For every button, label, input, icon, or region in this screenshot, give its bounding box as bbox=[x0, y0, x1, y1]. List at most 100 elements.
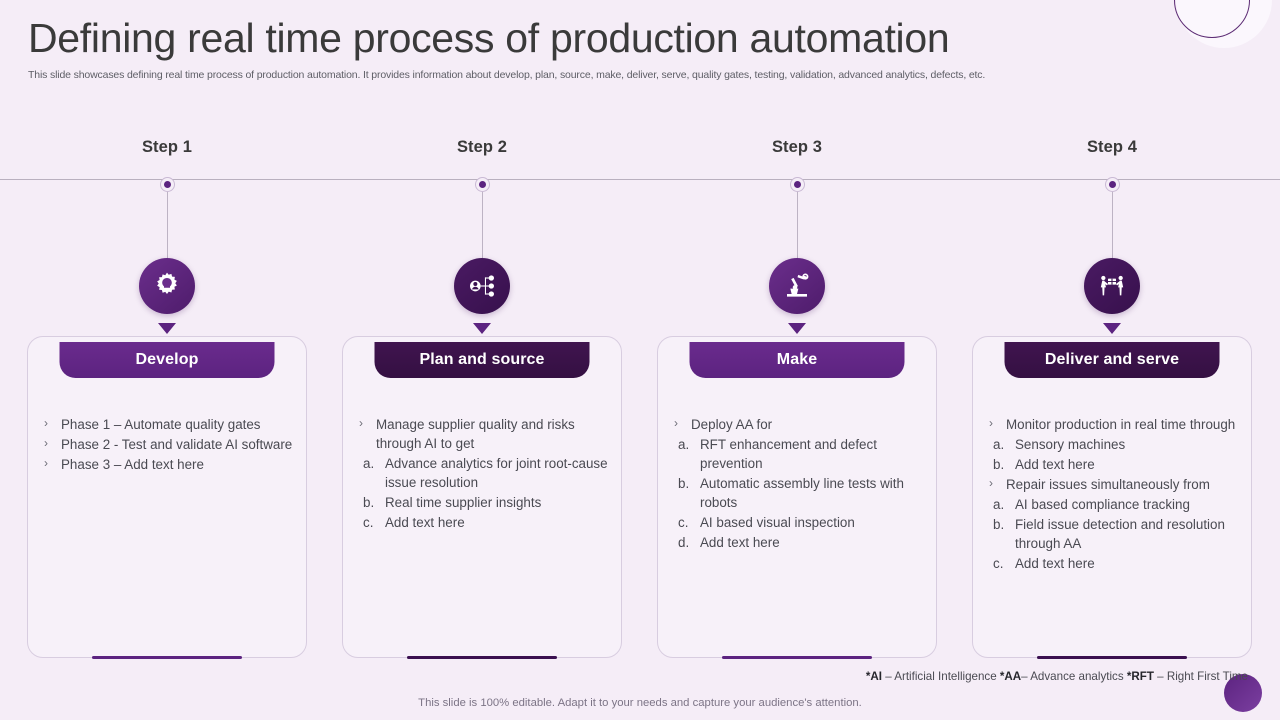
chevron-right-icon: › bbox=[44, 436, 48, 451]
connector-line-2 bbox=[481, 192, 483, 258]
sub-list-marker: c. bbox=[993, 556, 1004, 572]
sub-list-text: Automatic assembly line tests with robot… bbox=[700, 476, 904, 511]
step-label-2: Step 2 bbox=[456, 138, 508, 156]
sub-list-text: AI based compliance tracking bbox=[1015, 497, 1190, 513]
process-card-develop[interactable]: Develop › Phase 1 – Automate quality gate… bbox=[27, 336, 307, 659]
sub-list-marker: a. bbox=[993, 497, 1005, 513]
bullet-list: › Phase 1 – Automate quality gates ›Phase… bbox=[42, 415, 296, 474]
chevron-down-icon-1 bbox=[158, 323, 176, 334]
chevron-right-icon: › bbox=[44, 456, 48, 471]
sub-list-text: Real time supplier insights bbox=[385, 495, 542, 511]
timeline-node-3 bbox=[789, 177, 805, 192]
timeline-rail bbox=[0, 179, 1280, 180]
bullet-list: › Deploy AA for bbox=[672, 415, 926, 434]
sub-list-text: Sensory machines bbox=[1015, 437, 1126, 453]
sub-list: a. Advance analytics for joint root-cause… bbox=[363, 454, 611, 532]
list-item: ›Manage supplier quality and risks throu… bbox=[357, 415, 611, 453]
card-body-deliver-and-serve: ›Monitor production in real time through… bbox=[987, 415, 1241, 574]
list-item: › Phase 1 – Automate quality gates bbox=[42, 415, 296, 434]
sub-list-marker: a. bbox=[363, 456, 375, 472]
sub-list-item: a.RFT enhancement and defect prevention bbox=[678, 435, 926, 473]
sub-list-marker: d. bbox=[678, 535, 690, 551]
card-title-plan-and-source: Plan and source bbox=[374, 342, 590, 378]
sub-list-text: AI based visual inspection bbox=[700, 515, 855, 531]
list-item-text: Deploy AA for bbox=[691, 417, 773, 432]
sub-list-marker: c. bbox=[363, 515, 374, 531]
sub-list-item: a. Advance analytics for joint root-cause… bbox=[363, 454, 611, 492]
sub-list-marker: b. bbox=[678, 476, 690, 492]
process-card-plan-and-source[interactable]: Plan and source ›Manage supplier quality… bbox=[342, 336, 622, 659]
robot-arm-icon bbox=[769, 258, 825, 314]
list-item-text: Repair issues simultaneously from bbox=[1006, 477, 1210, 493]
card-body-make: › Deploy AA for a.RFT enhancement and def… bbox=[672, 415, 926, 553]
footnote-aa-key: *AA bbox=[999, 670, 1022, 683]
list-item: ›Repair issues simultaneously from bbox=[987, 475, 1241, 494]
bullet-list: ›Monitor production in real time through bbox=[987, 415, 1241, 434]
chevron-down-icon-4 bbox=[1103, 323, 1121, 334]
step-column-2: Step 2 bbox=[337, 138, 627, 334]
sub-list-marker: b. bbox=[363, 495, 375, 511]
chevron-down-icon-3 bbox=[788, 323, 806, 334]
card-title-develop: Develop bbox=[59, 342, 275, 378]
sub-list-marker: a. bbox=[678, 437, 690, 453]
connector-line-1 bbox=[166, 192, 168, 258]
card-title-deliver-and-serve: Deliver and serve bbox=[1004, 342, 1220, 378]
sub-list: a. Sensory machines b. Add text here bbox=[993, 435, 1241, 474]
chevron-down-icon-2 bbox=[473, 323, 491, 334]
card-accent-bar bbox=[407, 655, 557, 659]
delivery-handoff-icon bbox=[1084, 258, 1140, 314]
list-item-text: Phase 1 – Automate quality gates bbox=[61, 417, 261, 432]
footnote-ai-val: – Artificial Intelligence bbox=[881, 670, 1000, 683]
footnote-aa-val: – Advance analytics bbox=[1021, 670, 1127, 683]
card-accent-bar bbox=[722, 655, 872, 659]
step-column-4: Step 4 bbox=[967, 138, 1257, 334]
card-title-make: Make bbox=[689, 342, 905, 378]
connector-line-3 bbox=[796, 192, 798, 258]
step-column-3: Step 3 bbox=[652, 138, 942, 334]
card-accent-bar bbox=[92, 655, 242, 659]
page-title: Defining real time process of production… bbox=[28, 15, 950, 61]
chevron-right-icon: › bbox=[989, 416, 993, 430]
chevron-right-icon: › bbox=[44, 416, 48, 430]
list-item: ›Phase 3 – Add text here bbox=[42, 455, 296, 474]
card-body-develop: › Phase 1 – Automate quality gates ›Phase… bbox=[42, 415, 296, 475]
bullet-list: ›Manage supplier quality and risks throu… bbox=[357, 415, 611, 453]
sub-list-item: b. Real time supplier insights bbox=[363, 493, 611, 512]
sub-list-item: c.Add text here bbox=[993, 554, 1241, 573]
chevron-right-icon: › bbox=[674, 416, 678, 430]
step-label-4: Step 4 bbox=[1086, 138, 1138, 156]
sub-list-item: c.AI based visual inspection bbox=[678, 513, 926, 532]
page-subtitle: This slide showcases defining real time … bbox=[28, 69, 986, 82]
list-item: ›Monitor production in real time through bbox=[987, 415, 1241, 434]
step-label-3: Step 3 bbox=[771, 138, 823, 156]
footnote-rft-val: – Right First Time bbox=[1153, 670, 1248, 683]
sub-list-text: Add text here bbox=[1015, 457, 1095, 473]
sub-list-text: Add text here bbox=[700, 535, 780, 551]
timeline-node-1 bbox=[159, 177, 175, 192]
sub-list-item: d. Add text here bbox=[678, 533, 926, 552]
sub-list-marker: a. bbox=[993, 437, 1005, 453]
slide-disclaimer: This slide is 100% editable. Adapt it to… bbox=[418, 697, 862, 709]
process-card-make[interactable]: Make › Deploy AA for a.RFT enhancement an… bbox=[657, 336, 937, 659]
connector-line-4 bbox=[1111, 192, 1113, 258]
process-card-deliver-and-serve[interactable]: Deliver and serve ›Monitor production in… bbox=[972, 336, 1252, 659]
sub-list-item: c. Add text here bbox=[363, 513, 611, 532]
sub-list-marker: b. bbox=[993, 517, 1005, 533]
sub-list-marker: b. bbox=[993, 457, 1005, 473]
slide-header: Defining real time process of production… bbox=[0, 0, 1280, 82]
step-label-1: Step 1 bbox=[141, 138, 193, 156]
chevron-right-icon: › bbox=[359, 416, 363, 430]
corner-dot-decoration bbox=[1224, 674, 1262, 712]
sub-list-item: a. Sensory machines bbox=[993, 435, 1241, 454]
timeline-node-4 bbox=[1104, 177, 1120, 192]
user-network-icon bbox=[454, 258, 510, 314]
footnote-ai-key: *AI bbox=[865, 670, 882, 683]
sub-list: a.RFT enhancement and defect prevention … bbox=[678, 435, 926, 552]
sub-list-text: Advance analytics for joint root-cause i… bbox=[385, 456, 608, 491]
abbreviation-footnote: *AI – Artificial Intelligence *AA– Advan… bbox=[866, 670, 1248, 683]
sub-list-item: b. Add text here bbox=[993, 455, 1241, 474]
sub-list-text: Add text here bbox=[385, 515, 465, 531]
timeline-node-2 bbox=[474, 177, 490, 192]
sub-list-text: Field issue detection and resolution thr… bbox=[1015, 517, 1225, 552]
